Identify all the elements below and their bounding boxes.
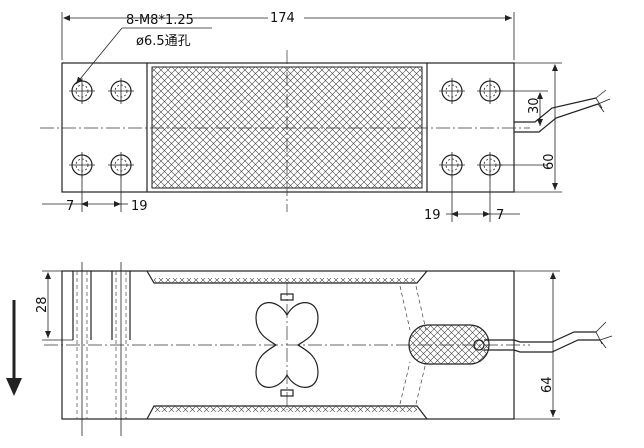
mounting-holes xyxy=(69,78,503,178)
dimension-64-label: 64 xyxy=(540,376,555,393)
load-direction-arrow-icon xyxy=(6,300,22,396)
dimension-19-left-label: 19 xyxy=(131,199,148,214)
dimension-7-left-label: 7 xyxy=(66,199,74,214)
side-view: 28 64 xyxy=(6,262,613,436)
mounting-hole xyxy=(108,152,134,178)
upper-slot-mesh xyxy=(154,278,417,283)
dimension-left-hole-positions: 7 19 xyxy=(42,176,148,214)
dimension-overall-length: 174 xyxy=(61,8,515,60)
hole-callout: 8-M8*1.25 ø6.5通孔 xyxy=(75,13,212,85)
binocular-hole xyxy=(255,302,319,388)
dimension-174-label: 174 xyxy=(270,11,295,26)
mounting-hole xyxy=(69,152,95,178)
top-view-cable xyxy=(514,89,611,133)
mounting-hole xyxy=(477,78,503,104)
dimension-right-hole-positions: 19 7 xyxy=(424,176,520,223)
mounting-hole xyxy=(69,78,95,104)
dimension-19-right-label: 19 xyxy=(424,208,441,223)
top-view: 174 8-M8*1.25 ø6.5通孔 7 19 19 7 xyxy=(40,8,611,223)
dimension-30-label: 30 xyxy=(527,97,542,114)
mounting-hole xyxy=(439,152,465,178)
mounting-hole xyxy=(477,152,503,178)
cable-gland xyxy=(399,285,490,405)
dimension-thread-depth: 28 xyxy=(35,270,73,341)
dimension-right-heights: 30 60 xyxy=(500,62,562,193)
top-view-body-outline xyxy=(61,62,515,193)
dimension-60-label: 60 xyxy=(542,153,557,170)
side-view-cable xyxy=(484,321,613,353)
hole-through-note: ø6.5通孔 xyxy=(136,34,191,49)
mounting-hole xyxy=(108,78,134,104)
dimension-7-right-label: 7 xyxy=(496,208,504,223)
hole-thread-note: 8-M8*1.25 xyxy=(126,13,194,28)
lower-slot-mesh xyxy=(154,406,417,412)
dimension-height: 64 xyxy=(514,270,560,420)
side-view-threaded-holes xyxy=(72,262,131,436)
mounting-hole xyxy=(439,78,465,104)
dimension-28-label: 28 xyxy=(35,296,50,313)
